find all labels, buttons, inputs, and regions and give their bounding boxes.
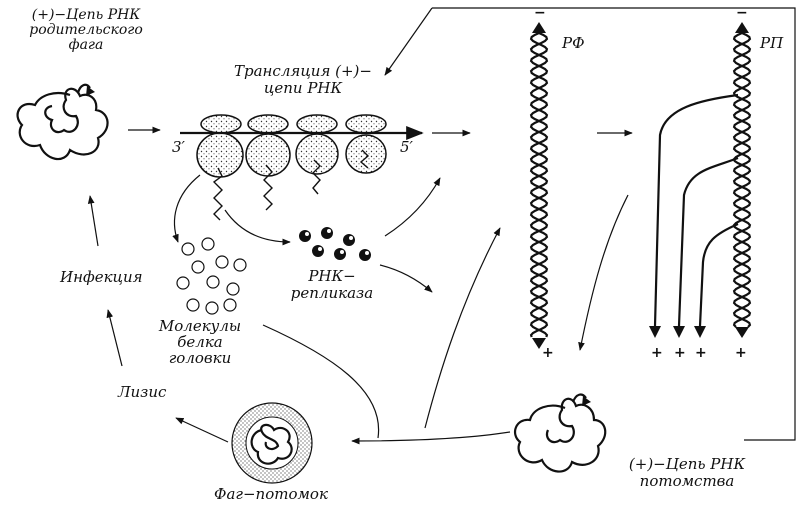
rf-top-arrowhead	[532, 22, 546, 33]
rp-double-helix	[732, 32, 752, 328]
progeny-strand-arrowheads	[649, 326, 706, 338]
progeny-strands	[653, 93, 739, 327]
ribosome-4	[345, 114, 387, 174]
rp-plus-sign: +	[735, 345, 747, 361]
label-replicase: РНК− репликаза	[272, 268, 392, 302]
coat-protein-molecules	[176, 237, 247, 315]
progeny-phage	[231, 402, 313, 484]
label-translation: Трансляция (+)− цепи РНК	[218, 63, 388, 97]
label-3-prime: 3′	[172, 138, 185, 156]
label-translation-line2: цепи РНК	[263, 79, 343, 97]
label-progeny-rna-line2: потомства	[639, 472, 735, 490]
label-progeny-rna-line1: (+)−Цепь РНК	[628, 455, 746, 473]
progeny-plus-sign-1: +	[651, 345, 663, 361]
label-translation-line1: Трансляция (+)−	[234, 62, 372, 80]
arrow-phage-to-lysis	[175, 417, 229, 443]
parent-rna-coil	[16, 83, 109, 161]
label-replicase-line2: репликаза	[290, 284, 374, 302]
label-rp: РП	[760, 34, 784, 52]
ribosome-2	[245, 114, 291, 211]
label-parent-rna: (+)−Цепь РНК родительского фага	[6, 8, 166, 53]
progeny-rna-arrowhead	[582, 396, 591, 406]
rp-bottom-arrowhead	[735, 327, 749, 338]
label-progeny-phage: Фаг−потомок	[214, 485, 328, 503]
arrow-coat-protein-to-phage	[262, 324, 380, 439]
label-coat-protein-line1: Молекулы	[158, 317, 242, 335]
label-progeny-rna: (+)−Цепь РНК потомства	[612, 456, 762, 490]
label-replicase-line1: РНК−	[308, 267, 356, 285]
arrow-to-replicase	[224, 209, 291, 246]
parent-rna-arrowhead	[86, 86, 95, 96]
label-parent-rna-line3: фага	[68, 37, 104, 53]
arrow-replicase-to-rp	[379, 264, 433, 293]
rf-bottom-arrowhead	[532, 338, 546, 349]
arrow-to-coat-protein	[172, 174, 201, 243]
ribosome-1	[196, 114, 244, 221]
rf-double-helix	[529, 32, 549, 338]
arrow-lysis-to-infection	[106, 309, 123, 367]
label-lysis: Лизис	[118, 383, 167, 401]
rf-minus-sign: −	[534, 5, 546, 21]
arrow-progeny-rna-to-rf	[424, 227, 501, 429]
frame-connector	[384, 7, 796, 441]
rp-minus-sign: −	[736, 5, 748, 21]
label-coat-protein-line2: белка	[177, 333, 223, 351]
label-parent-rna-line2: родительского	[29, 22, 143, 38]
arrow-infection-to-parent	[87, 195, 99, 247]
rf-plus-sign: +	[542, 345, 554, 361]
replicase-molecules	[299, 227, 371, 261]
arrow-replicase-to-rf	[384, 177, 441, 237]
progeny-plus-sign-3: +	[695, 345, 707, 361]
label-coat-protein-line3: головки	[168, 349, 232, 367]
label-parent-rna-line1: (+)−Цепь РНК	[31, 7, 141, 23]
ribosome-3	[295, 114, 339, 195]
rp-top-arrowhead	[735, 22, 749, 33]
progeny-plus-sign-2: +	[674, 345, 686, 361]
arrow-progeny-rna-to-phage	[351, 431, 511, 445]
label-coat-protein: Молекулы белка головки	[140, 318, 260, 366]
label-rf: РФ	[562, 34, 585, 52]
progeny-rna-coil	[513, 393, 607, 473]
label-infection: Инфекция	[60, 268, 143, 286]
label-5-prime: 5′	[400, 138, 413, 156]
arrow-rp-to-progeny-rna	[578, 194, 629, 351]
